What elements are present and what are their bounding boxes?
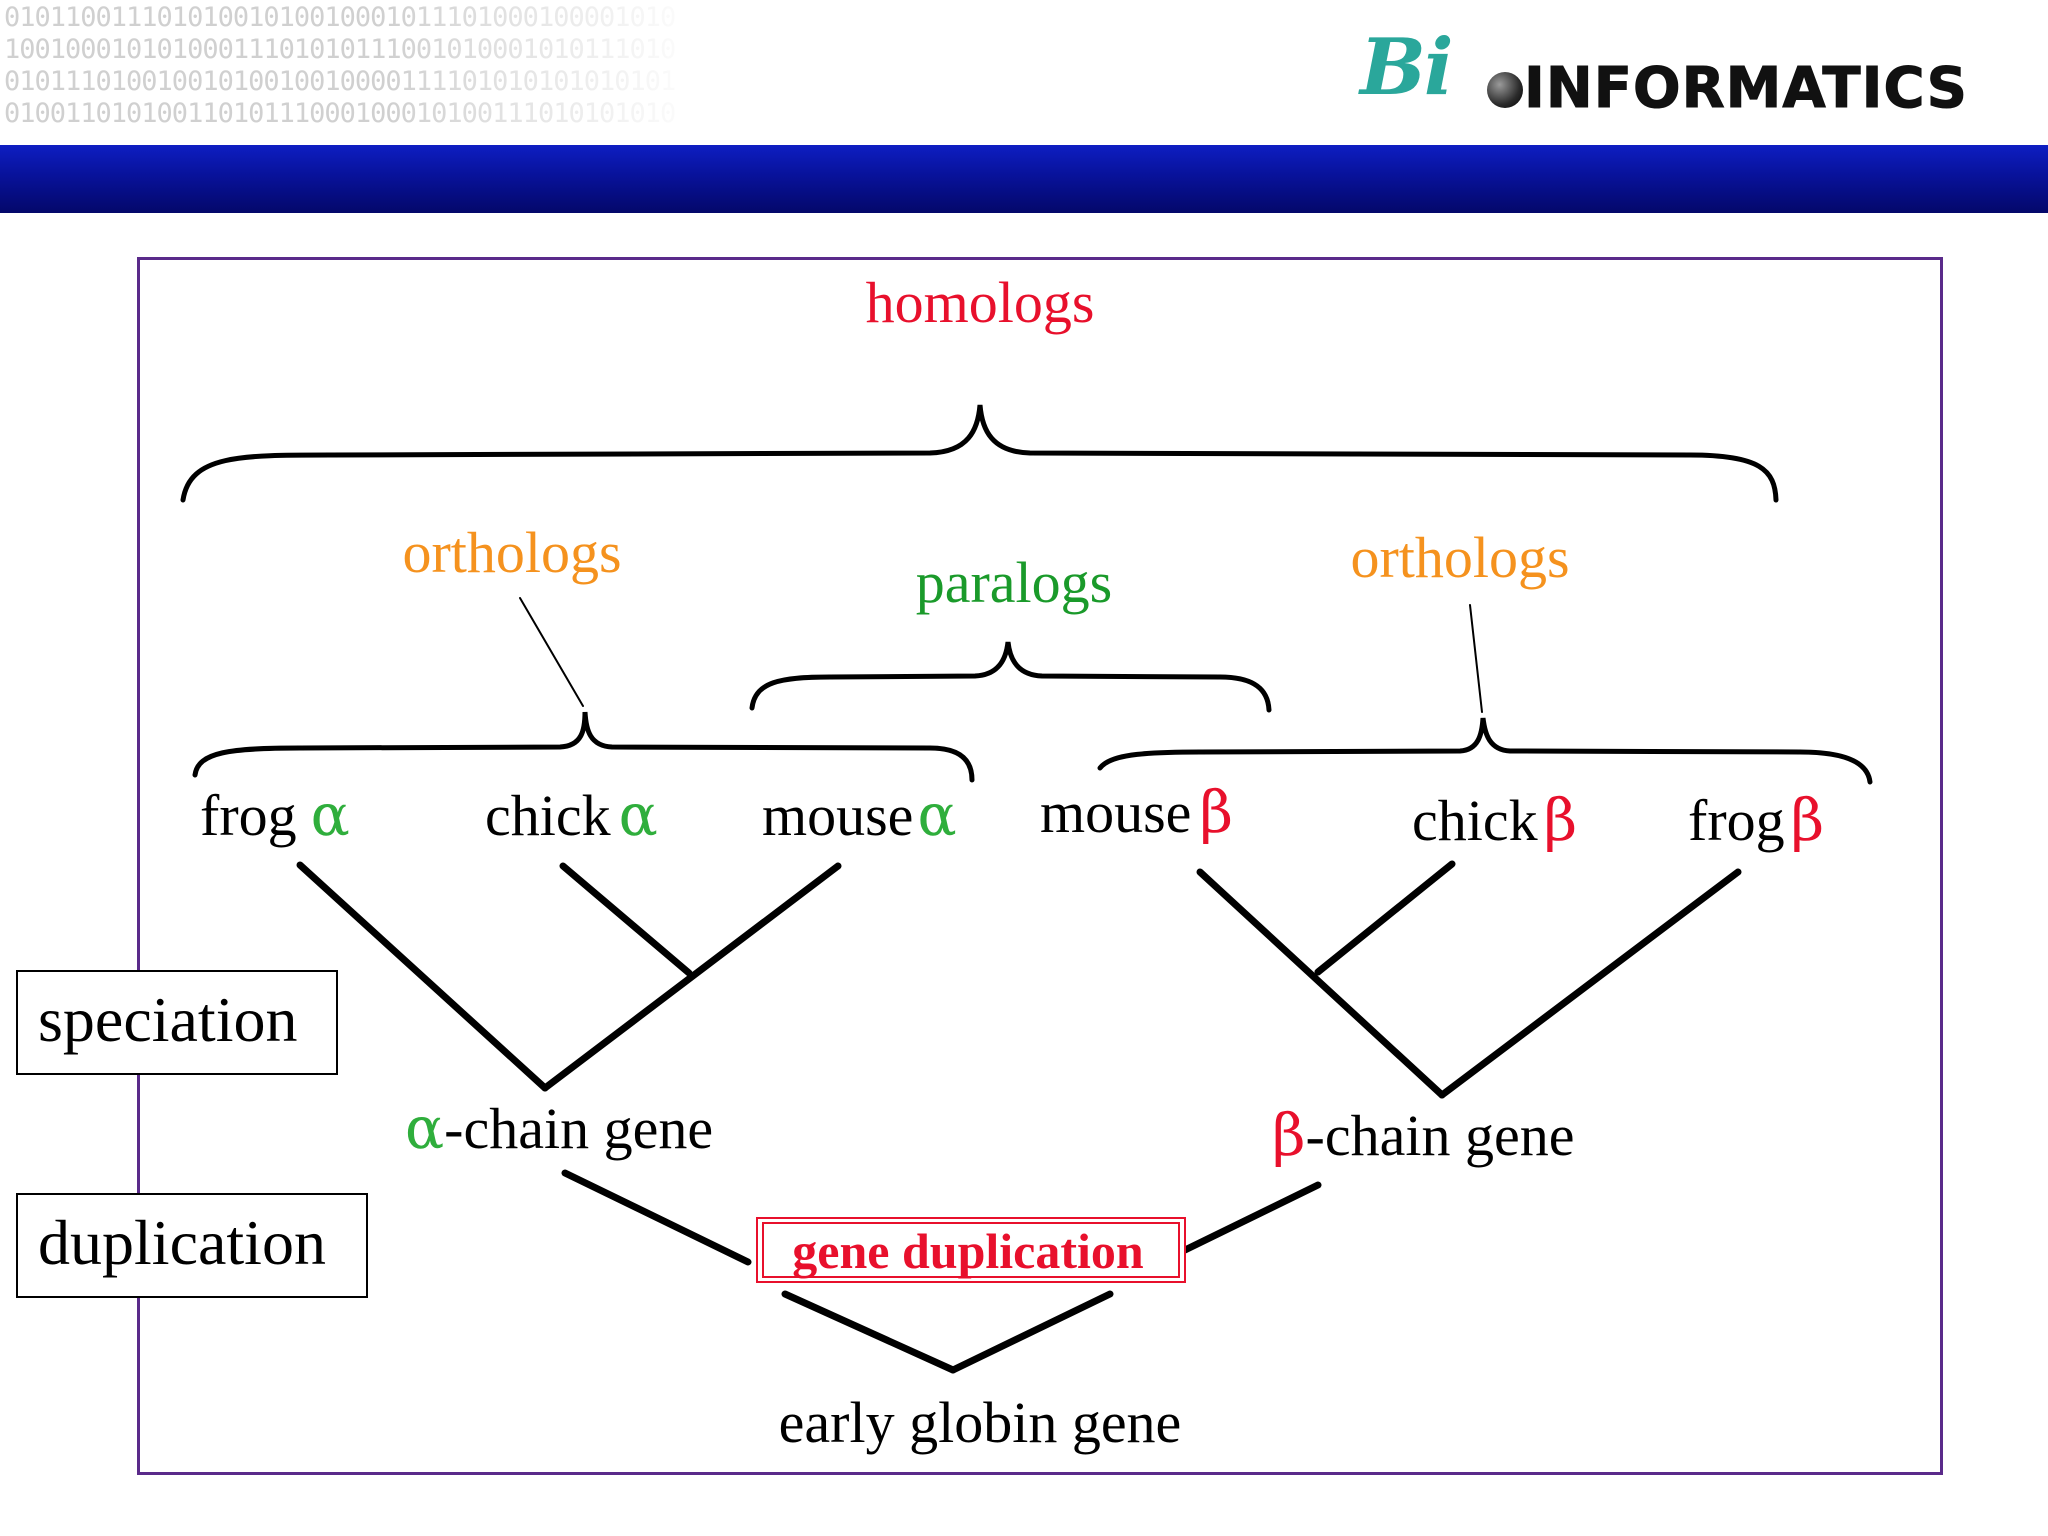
alpha-chain-text: -chain gene bbox=[444, 1096, 713, 1161]
alpha-symbol: α bbox=[405, 1094, 444, 1162]
binary-row: 0100110101001101011100010001010011101010… bbox=[4, 98, 676, 129]
leaf-name: frog bbox=[1688, 788, 1785, 853]
speciation-label: speciation bbox=[38, 984, 298, 1055]
beta-chain-gene-label: β-chain gene bbox=[1272, 1101, 1574, 1169]
homologs-brace bbox=[180, 404, 1779, 503]
gene-duplication-box: gene duplication bbox=[756, 1217, 1186, 1283]
leaf-name: chick bbox=[485, 783, 611, 848]
gene-duplication-outer-border bbox=[756, 1217, 1186, 1283]
gene-duplication-label: gene duplication bbox=[792, 1223, 1144, 1279]
logo-ball-icon bbox=[1487, 72, 1523, 108]
branch-duplication-left bbox=[781, 1290, 957, 1374]
alpha-chain-gene-label: α-chain gene bbox=[405, 1094, 713, 1162]
branch-beta-to-duplication bbox=[1181, 1181, 1322, 1254]
paralogs-brace bbox=[749, 641, 1272, 713]
header-blue-bar bbox=[0, 145, 2048, 213]
beta-symbol: β bbox=[1544, 786, 1578, 854]
gene-duplication-inner-border bbox=[762, 1222, 1180, 1278]
early-globin-gene-label: early globin gene bbox=[779, 1390, 1182, 1455]
branch-mouse-beta bbox=[1196, 868, 1446, 1099]
paralogs-label: paralogs bbox=[916, 550, 1113, 615]
bioinformatics-logo: Bi INFORMATICS bbox=[1360, 22, 2020, 126]
speciation-box: speciation bbox=[16, 970, 338, 1075]
left-ortholog-pointer bbox=[519, 597, 584, 707]
leaf-mouse-alpha: mouseα bbox=[762, 781, 957, 849]
ortholog-pointer-lines bbox=[519, 597, 1483, 713]
branch-frog-beta bbox=[1438, 868, 1742, 1099]
leaf-name: frog bbox=[200, 783, 297, 848]
branch-duplication-right bbox=[949, 1290, 1114, 1374]
alpha-symbol: α bbox=[311, 781, 350, 849]
right-orthologs-brace bbox=[1097, 717, 1873, 785]
alpha-symbol: α bbox=[917, 781, 956, 849]
slide-header: 0101100111010100101001000101110100010000… bbox=[0, 0, 2048, 145]
logo-script-text: Bi bbox=[1360, 22, 1454, 113]
duplication-label: duplication bbox=[38, 1207, 326, 1278]
beta-chain-text: -chain gene bbox=[1306, 1103, 1575, 1168]
binary-background: 0101100111010100101001000101110100010000… bbox=[4, 2, 704, 130]
branch-frog-alpha bbox=[296, 861, 549, 1092]
orthologs-left-label: orthologs bbox=[402, 520, 621, 585]
beta-symbol: β bbox=[1272, 1101, 1306, 1169]
homologs-label: homologs bbox=[866, 270, 1095, 335]
tree-branches bbox=[296, 860, 1742, 1374]
branch-chick-beta bbox=[1314, 860, 1456, 976]
binary-row: 0101110100100101001001000011110101010101… bbox=[4, 66, 676, 97]
beta-symbol: β bbox=[1791, 786, 1825, 854]
branch-chick-alpha bbox=[559, 862, 693, 977]
binary-row: 1001000101010001110101011100101000101011… bbox=[4, 34, 676, 65]
leaf-name: mouse bbox=[1040, 780, 1191, 845]
right-ortholog-pointer bbox=[1469, 604, 1483, 713]
branch-alpha-to-duplication bbox=[561, 1169, 752, 1266]
leaf-name: mouse bbox=[762, 783, 913, 848]
branch-mouse-alpha bbox=[541, 862, 842, 1092]
binary-row: 0101100111010100101001000101110100010000… bbox=[4, 2, 676, 33]
alpha-symbol: α bbox=[619, 781, 658, 849]
logo-word-text: INFORMATICS bbox=[1524, 56, 1968, 122]
leaf-name: chick bbox=[1412, 788, 1538, 853]
orthologs-right-label: orthologs bbox=[1350, 525, 1569, 590]
left-orthologs-brace bbox=[192, 711, 975, 783]
beta-symbol: β bbox=[1199, 778, 1233, 846]
duplication-box: duplication bbox=[16, 1193, 368, 1298]
